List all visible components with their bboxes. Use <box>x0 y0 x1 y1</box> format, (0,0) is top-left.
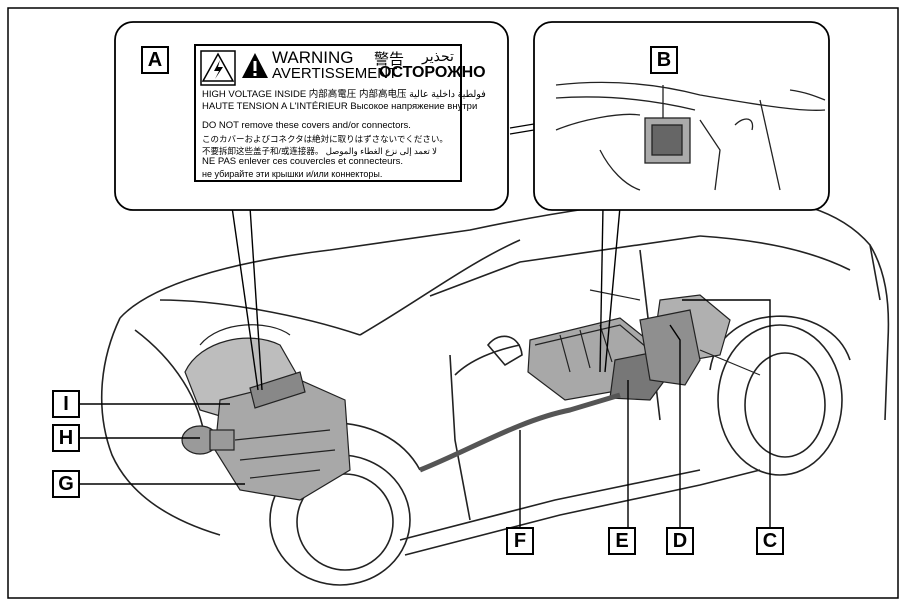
service-plug-illustration <box>555 81 826 191</box>
callout-label-g: G <box>52 470 80 498</box>
warning-line3: HIGH VOLTAGE INSIDE 内部高電圧 内部高电压 فولطية د… <box>202 89 486 100</box>
warning-triangle-icon <box>242 53 268 78</box>
callout-label-b: B <box>650 46 678 74</box>
callout-label-a: A <box>141 46 169 74</box>
warning-ja: 警告 <box>374 51 405 68</box>
warning-line8: NE PAS enlever ces couvercles et connect… <box>202 156 404 167</box>
callout-label-h: H <box>52 424 80 452</box>
warning-en: WARNING <box>272 48 354 67</box>
callout-label-e: E <box>608 527 636 555</box>
engine-pcu-assembly <box>184 324 351 501</box>
callout-label-c: C <box>756 527 784 555</box>
warning-fr: AVERTISSEMENT <box>272 65 398 82</box>
warning-line7: 不要拆卸这些盖子和/或连接器。 لا تعمد إلى نزع الغطاء و… <box>202 146 438 156</box>
electric-shock-icon <box>200 50 236 86</box>
warning-line9: не убирайте эти крышки и/или коннекторы. <box>202 169 383 179</box>
callout-box-b <box>533 21 830 211</box>
diagram-frame <box>7 7 899 599</box>
warning-ar: تحذير <box>422 48 454 64</box>
water-pump-component <box>181 425 235 455</box>
warning-line4: HAUTE TENSION A L'INTÉRIEUR Высокое напр… <box>202 101 478 112</box>
leader-lines <box>80 206 771 530</box>
power-cable <box>419 392 621 473</box>
rear-motor-assembly <box>589 289 761 386</box>
warning-line5: DO NOT remove these covers and/or connec… <box>202 120 411 131</box>
high-voltage-warning-label: WARNING 警告 تحذير AVERTISSEMENT ОСТОРОЖНО… <box>194 44 486 182</box>
callout-label-d: D <box>666 527 694 555</box>
warning-ru: ОСТОРОЖНО <box>379 64 486 81</box>
warning-line6: このカバーおよびコネクタは絶対に取りはずさないでください。 <box>202 134 448 144</box>
callout-label-f: F <box>506 527 534 555</box>
callout-label-i: I <box>52 390 80 418</box>
